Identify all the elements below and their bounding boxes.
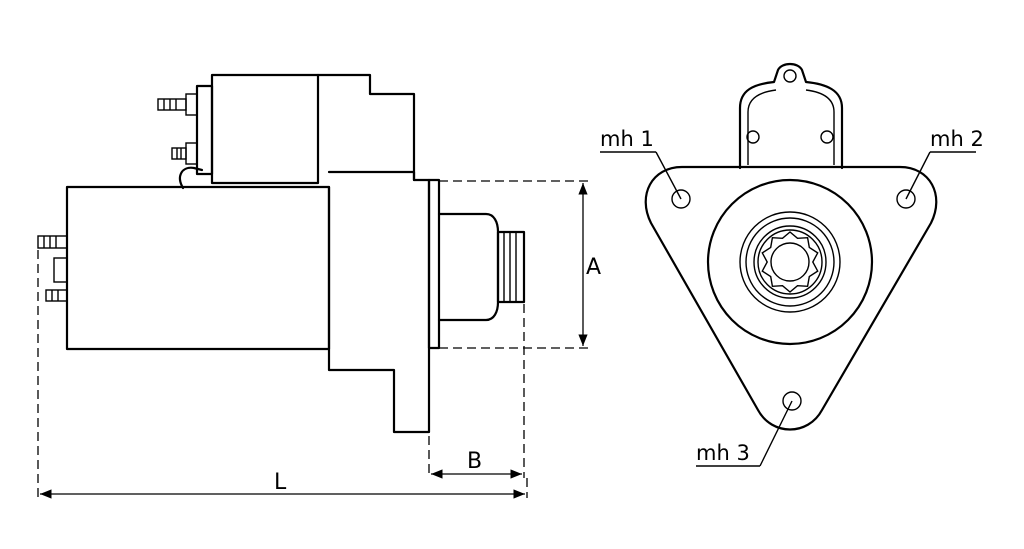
top-lug (738, 62, 844, 170)
rear-terminals (37, 235, 68, 302)
mh3-label: mh 3 (696, 441, 750, 465)
dimension-b: B (428, 304, 525, 479)
mounting-hole-2 (896, 189, 916, 209)
mh1-label: mh 1 (600, 127, 654, 151)
pinion-drive (437, 212, 526, 322)
mounting-hole-3 (782, 391, 802, 411)
solenoid (195, 73, 416, 185)
triangular-flange (644, 165, 938, 431)
pinion-gear (761, 231, 819, 293)
mh2-label: mh 2 (930, 127, 984, 151)
side-view: A B L (37, 73, 601, 499)
mounting-holes (671, 189, 916, 411)
dim-b-label: B (467, 449, 482, 474)
solenoid-terminals (157, 93, 198, 165)
dimension-l: L (37, 250, 528, 499)
front-view: mh 1 mh 2 mh 3 (600, 62, 984, 467)
dimension-a: A (439, 180, 601, 349)
dim-a-label: A (586, 255, 601, 280)
mounting-hole-1 (671, 189, 691, 209)
motor-housing (65, 185, 331, 351)
connector-strap (178, 166, 204, 190)
drive-end-circles (706, 178, 874, 346)
drive-end-flange (327, 170, 441, 434)
dim-l-label: L (274, 470, 287, 495)
mount-hole-callouts: mh 1 mh 2 mh 3 (600, 127, 984, 467)
